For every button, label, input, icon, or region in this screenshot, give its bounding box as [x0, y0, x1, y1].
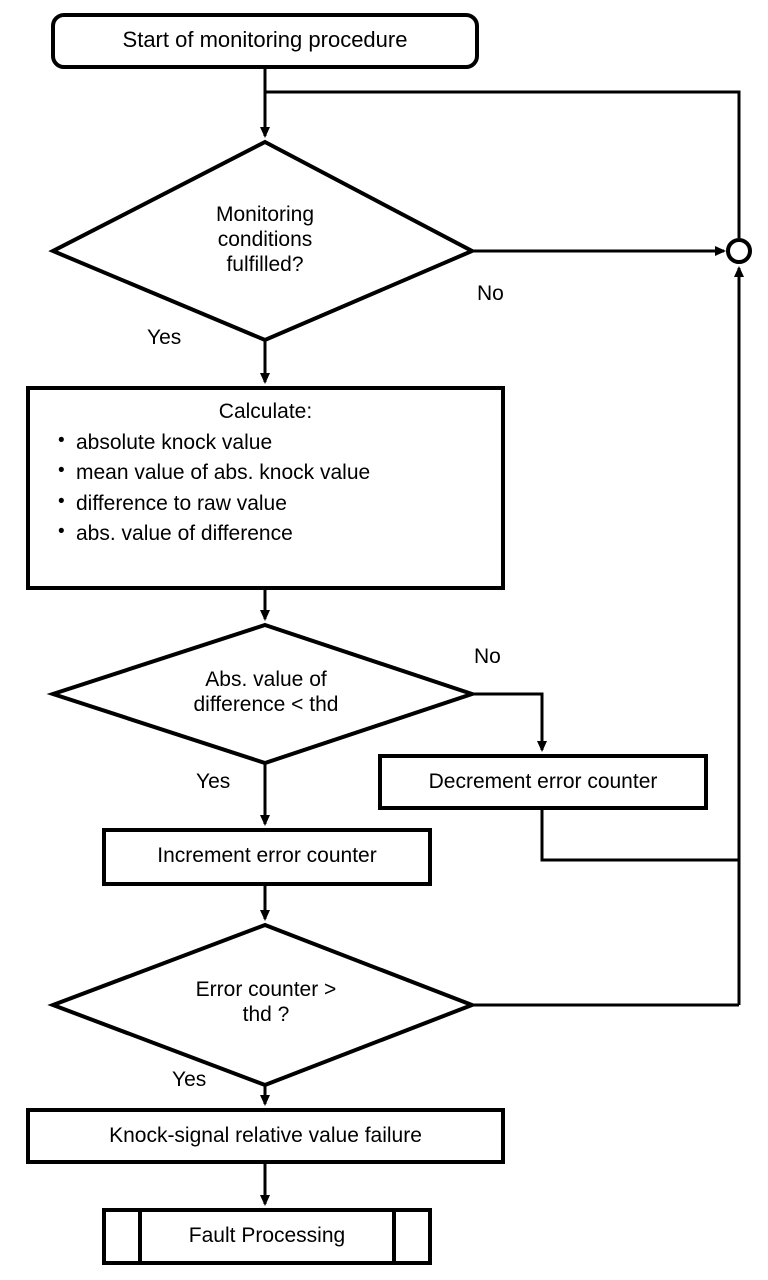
edge-label-conditions-yes: Yes	[147, 326, 182, 349]
edge-label-error-counter-yes: Yes	[172, 1068, 207, 1091]
edge-label-abs-value-yes: Yes	[196, 770, 231, 793]
edge-label-abs-value-no: No	[474, 645, 501, 668]
node-calculate-item: abs. value of difference	[56, 518, 503, 549]
connector-decrement-to-right-bus	[540, 808, 739, 862]
node-calculate-item: mean value of abs. knock value	[56, 457, 503, 488]
connector-abs-value-no-to-decrement	[472, 692, 547, 752]
node-decision-abs-value-shape[interactable]	[46, 622, 479, 766]
node-calculate-item: difference to raw value	[56, 488, 503, 519]
connector-group	[260, 67, 744, 1206]
node-start-shape[interactable]	[51, 13, 479, 69]
node-decision-conditions-shape[interactable]	[48, 139, 477, 343]
node-increment-counter-shape[interactable]	[102, 828, 432, 886]
node-calculate-item-list: absolute knock value mean value of abs. …	[56, 427, 503, 550]
junction-circle[interactable]	[726, 238, 752, 264]
connector-start-to-right-bus	[265, 90, 741, 238]
node-decrement-counter-shape[interactable]	[378, 754, 708, 810]
node-decision-error-counter-shape[interactable]	[47, 922, 478, 1088]
node-calculate-item: absolute knock value	[56, 427, 503, 458]
edge-label-conditions-no: No	[477, 282, 504, 305]
node-fault-processing-shape[interactable]	[102, 1208, 432, 1265]
node-failure-shape[interactable]	[26, 1108, 505, 1164]
